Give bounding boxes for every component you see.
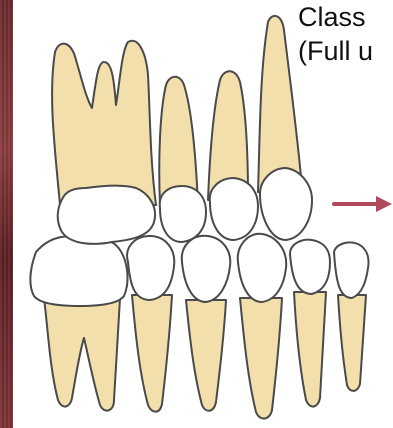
upper-premolar-crown-1 — [160, 186, 206, 242]
lower-molar-crown — [30, 237, 127, 306]
upper-molar-root — [52, 41, 156, 205]
upper-molar-crown — [58, 186, 155, 244]
lower-canine-crown — [238, 234, 286, 302]
upper-premolar-crown-2 — [210, 178, 258, 240]
arrow-right-icon — [334, 196, 392, 212]
lower-roots — [44, 292, 366, 419]
lower-molar-root — [44, 298, 120, 411]
upper-canine-crown — [260, 168, 312, 240]
lower-canine-root — [240, 298, 282, 419]
lower-premolar-crown-1 — [127, 236, 174, 300]
upper-canine-root — [258, 16, 302, 192]
upper-roots — [52, 16, 302, 205]
lower-premolar-crown-2 — [182, 236, 230, 302]
lower-incisor-root-2 — [338, 295, 366, 391]
lower-incisor-root-1 — [294, 292, 326, 407]
caption-line-1: Class — [298, 0, 393, 34]
lower-premolar-root-1 — [132, 295, 172, 412]
diagram-caption: Class (Full u — [298, 0, 393, 68]
lower-incisor-crown-2 — [334, 242, 369, 298]
lower-premolar-root-2 — [186, 300, 226, 411]
lower-incisor-crown-1 — [290, 240, 330, 294]
caption-line-2: (Full u — [298, 34, 393, 68]
